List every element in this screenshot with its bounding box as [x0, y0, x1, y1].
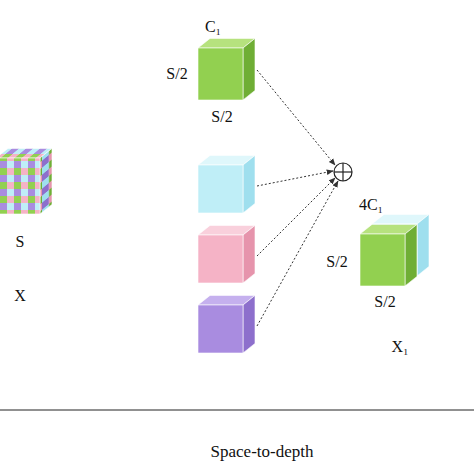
dimension-label: S/2 [374, 293, 395, 311]
subtensor-cube [198, 295, 255, 353]
channel-label: C₁ [205, 18, 221, 36]
dimension-label: S/2 [326, 253, 347, 271]
divider-line [0, 410, 474, 411]
merge-arrow [257, 181, 338, 326]
merge-arrow [257, 178, 335, 256]
tensor-name: X₁ [391, 338, 408, 356]
dimension-label: S/2 [166, 65, 187, 83]
channel-label: 4C₁ [359, 196, 383, 214]
tensor-block: SX [0, 130, 70, 315]
dimension-label: S [16, 233, 25, 251]
tensor-block: C₁S/2S/2 [150, 12, 270, 130]
subtensor-cube [198, 155, 255, 213]
merge-arrow [257, 70, 335, 165]
output-tensor-cube [360, 224, 417, 286]
tensor-block: 4C₁S/2S/2X₁ [318, 190, 458, 362]
sum-symbol [334, 163, 352, 181]
dimension-label: S/2 [211, 108, 232, 126]
subtensor-cube [198, 225, 255, 283]
input-tensor-cube [0, 148, 52, 214]
tensor-name: X [14, 287, 26, 305]
figure-caption-label: Space-to-depth [211, 443, 314, 462]
subtensor-cube [198, 38, 255, 100]
merge-arrow [257, 171, 333, 186]
